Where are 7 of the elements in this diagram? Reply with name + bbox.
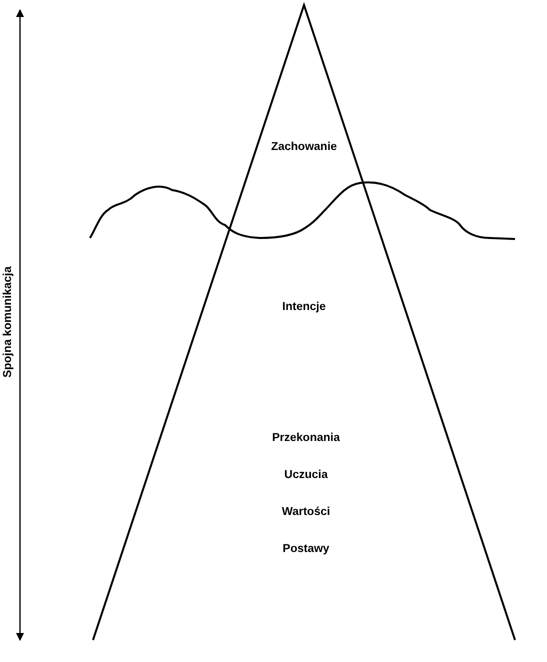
layer-label: Postawy bbox=[282, 543, 330, 555]
layer-label: Zachowanie bbox=[271, 141, 337, 153]
layer-label: Intencje bbox=[282, 301, 326, 313]
layer-label: Uczucia bbox=[284, 469, 328, 481]
layer-label: Przekonania bbox=[272, 432, 340, 444]
axis-label: Spojna komunikacja bbox=[2, 266, 14, 378]
layer-label: Wartości bbox=[282, 506, 330, 518]
